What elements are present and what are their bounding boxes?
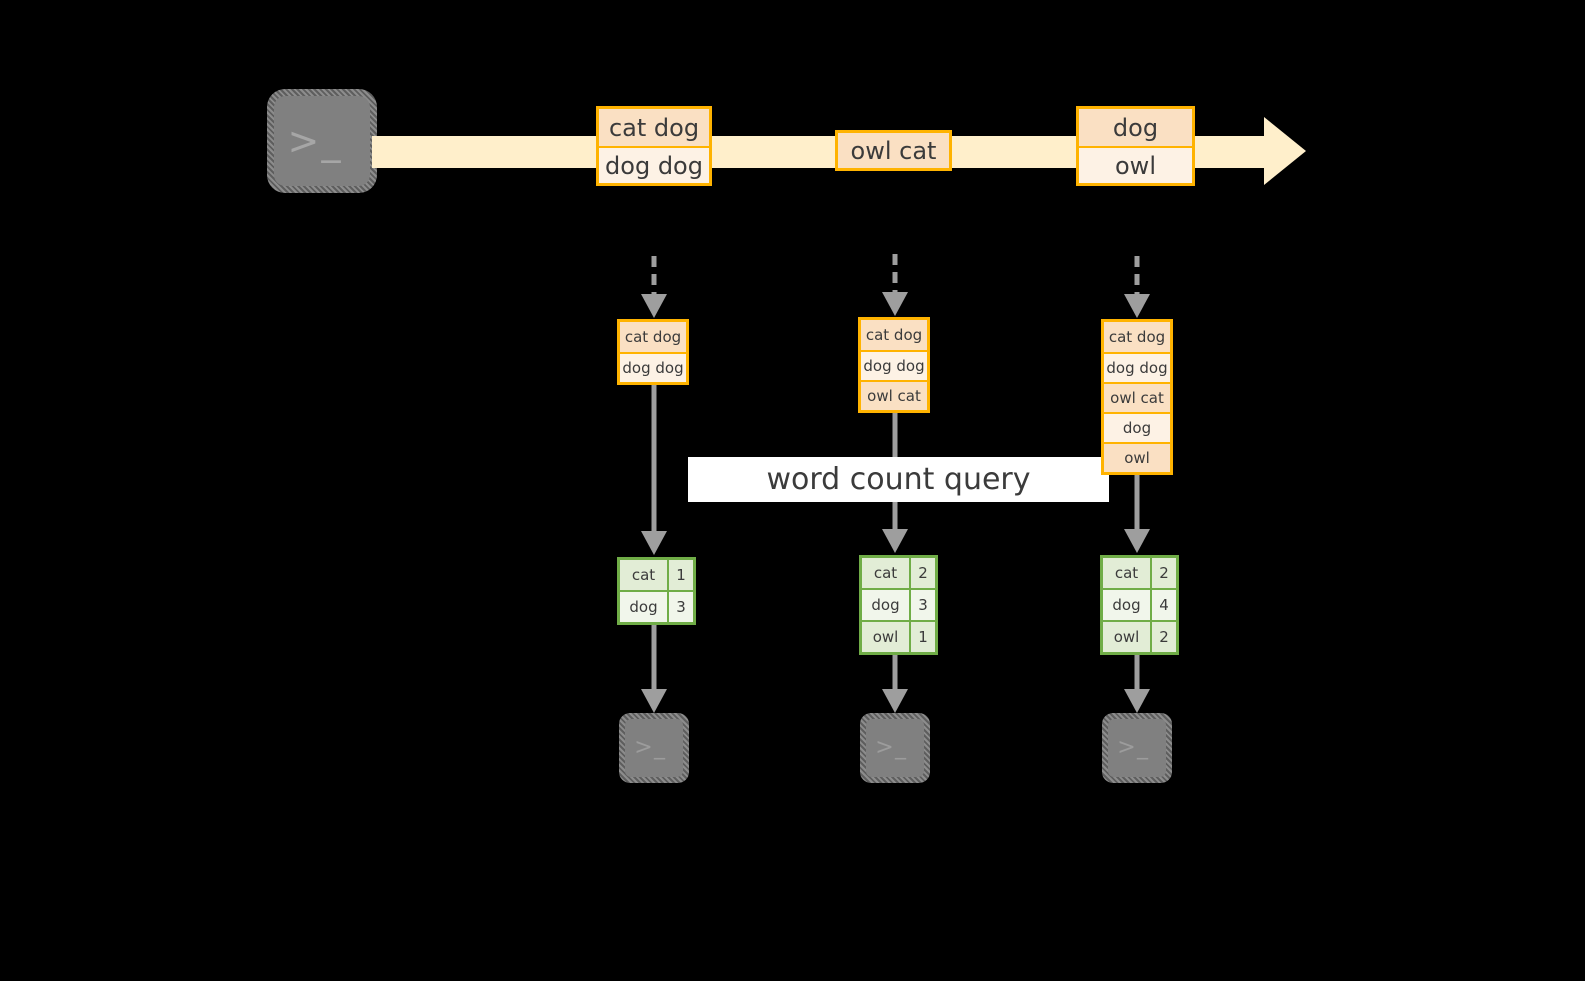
result-3-word-2: dog xyxy=(1103,590,1150,620)
stream-batch-3-line-1: dog xyxy=(1079,109,1192,146)
snapshot-3-line-2: dog dog xyxy=(1104,352,1170,382)
terminal-screen xyxy=(866,719,924,777)
snapshot-2-line-3: owl cat xyxy=(861,380,927,410)
terminal-screen xyxy=(1108,719,1166,777)
result-2-word-1: cat xyxy=(862,558,909,588)
stream-batch-1-line-2: dog dog xyxy=(599,146,709,183)
snapshot-1-line-2: dog dog xyxy=(620,352,686,382)
terminal-prompt-sink-3: >_ xyxy=(1117,735,1150,760)
stream-batch-2-line-1: owl cat xyxy=(838,133,949,168)
terminal-prompt-source: >_ xyxy=(287,119,343,163)
table-row: owl 2 xyxy=(1103,620,1176,652)
result-1-word-1: cat xyxy=(620,560,667,590)
stream-batch-1-line-1: cat dog xyxy=(599,109,709,146)
result-3-count-2: 4 xyxy=(1150,590,1176,620)
result-1-word-2: dog xyxy=(620,592,667,622)
snapshot-box-2[interactable]: cat dog dog dog owl cat xyxy=(858,317,930,413)
snapshot-2-line-1: cat dog xyxy=(861,320,927,350)
trigger-arrow-1-icon xyxy=(640,256,668,318)
result-table-1[interactable]: cat 1 dog 3 xyxy=(617,557,696,625)
snapshot-2-line-2: dog dog xyxy=(861,350,927,380)
query-label: word count query xyxy=(688,457,1109,502)
sink-arrow-1-icon xyxy=(640,625,668,713)
table-row: dog 3 xyxy=(862,588,935,620)
stream-batch-2[interactable]: owl cat xyxy=(835,130,952,171)
snapshot-3-line-3: owl cat xyxy=(1104,382,1170,412)
terminal-icon-sink-3[interactable]: >_ xyxy=(1102,713,1172,783)
snapshot-3-line-1: cat dog xyxy=(1104,322,1170,352)
snapshot-box-1[interactable]: cat dog dog dog xyxy=(617,319,689,385)
terminal-screen xyxy=(625,719,683,777)
result-1-count-1: 1 xyxy=(667,560,693,590)
snapshot-3-line-4: dog xyxy=(1104,412,1170,442)
sink-arrow-3-icon xyxy=(1123,653,1151,713)
table-row: dog 3 xyxy=(620,590,693,622)
result-2-word-3: owl xyxy=(862,622,909,652)
trigger-arrow-3-icon xyxy=(1123,256,1151,318)
stream-arrow-head-icon xyxy=(1264,117,1306,185)
table-row: cat 1 xyxy=(620,560,693,590)
terminal-icon-sink-2[interactable]: >_ xyxy=(860,713,930,783)
trigger-arrow-2-icon xyxy=(881,254,909,316)
sink-arrow-2-icon xyxy=(881,653,909,713)
table-row: owl 1 xyxy=(862,620,935,652)
terminal-screen xyxy=(274,96,370,186)
terminal-icon-source[interactable]: >_ xyxy=(267,89,377,193)
stream-batch-1[interactable]: cat dog dog dog xyxy=(596,106,712,186)
terminal-prompt-sink-2: >_ xyxy=(875,735,908,760)
result-2-word-2: dog xyxy=(862,590,909,620)
table-row: cat 2 xyxy=(1103,558,1176,588)
result-2-count-2: 3 xyxy=(909,590,935,620)
query-arrow-3-icon xyxy=(1123,475,1151,553)
table-row: dog 4 xyxy=(1103,588,1176,620)
result-3-count-3: 2 xyxy=(1150,622,1176,652)
snapshot-3-line-5: owl xyxy=(1104,442,1170,472)
table-row: cat 2 xyxy=(862,558,935,588)
snapshot-box-3[interactable]: cat dog dog dog owl cat dog owl xyxy=(1101,319,1173,475)
stream-batch-3-line-2: owl xyxy=(1079,146,1192,183)
result-2-count-3: 1 xyxy=(909,622,935,652)
result-3-count-1: 2 xyxy=(1150,558,1176,588)
result-3-word-3: owl xyxy=(1103,622,1150,652)
terminal-icon-sink-1[interactable]: >_ xyxy=(619,713,689,783)
snapshot-1-line-1: cat dog xyxy=(620,322,686,352)
result-1-count-2: 3 xyxy=(667,592,693,622)
result-3-word-1: cat xyxy=(1103,558,1150,588)
query-arrow-1-icon xyxy=(640,383,668,555)
result-table-3[interactable]: cat 2 dog 4 owl 2 xyxy=(1100,555,1179,655)
terminal-prompt-sink-1: >_ xyxy=(634,735,667,760)
stream-batch-3[interactable]: dog owl xyxy=(1076,106,1195,186)
result-table-2[interactable]: cat 2 dog 3 owl 1 xyxy=(859,555,938,655)
result-2-count-1: 2 xyxy=(909,558,935,588)
